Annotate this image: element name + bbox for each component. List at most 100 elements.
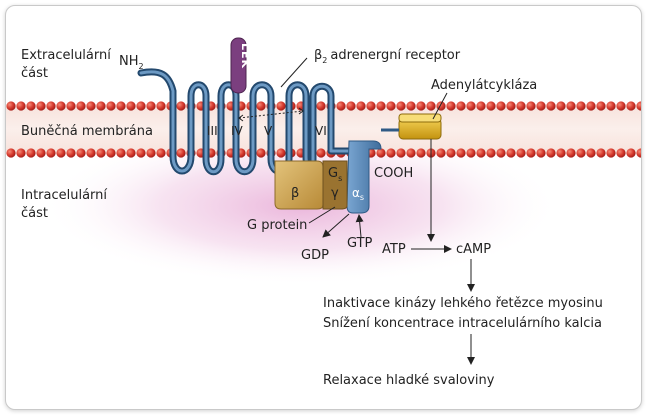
membrane-bead (526, 148, 536, 158)
membrane-bead (516, 148, 526, 158)
membrane-band (6, 104, 641, 154)
membrane-bead (366, 101, 376, 111)
membrane-inner-beads (6, 148, 641, 158)
atp-label: ATP (382, 242, 406, 257)
membrane-bead (386, 148, 396, 158)
membrane-bead (146, 101, 156, 111)
membrane-bead (456, 148, 466, 158)
membrane-bead (596, 148, 606, 158)
membrane-bead (476, 148, 486, 158)
membrane-bead (606, 101, 616, 111)
membrane-bead (36, 101, 46, 111)
membrane-bead (66, 148, 76, 158)
membrane-bead (46, 148, 56, 158)
membrane-bead (466, 101, 476, 111)
membrane-bead (96, 148, 106, 158)
drug-binding-link (238, 110, 304, 119)
membrane-bead (426, 101, 436, 111)
extracellular-label-line1: Extracelulární (21, 48, 111, 63)
membrane-bead (86, 148, 96, 158)
membrane-bead (616, 101, 626, 111)
intracellular-label-line2: část (21, 206, 48, 221)
membrane-bead (536, 101, 546, 111)
membrane-bead (26, 101, 36, 111)
drug-molecule (230, 37, 247, 94)
membrane-bead (616, 148, 626, 158)
membrane-bead (396, 101, 406, 111)
membrane-bead (86, 101, 96, 111)
g-protein-pointer (308, 206, 336, 224)
membrane-bead (556, 148, 566, 158)
membrane-bead (406, 101, 416, 111)
membrane-bead (136, 148, 146, 158)
membrane-bead (256, 148, 266, 158)
membrane-bead (356, 101, 366, 111)
adenylate-cyclase-label: Adenylátcykláza (431, 78, 537, 93)
membrane-bead (486, 101, 496, 111)
membrane-bead (586, 148, 596, 158)
gtp-binding-arrow (355, 214, 364, 238)
membrane-bead (486, 148, 496, 158)
membrane-bead (26, 148, 36, 158)
membrane-bead (526, 101, 536, 111)
membrane-bead (566, 148, 576, 158)
membrane-bead (76, 101, 86, 111)
membrane-bead (156, 148, 166, 158)
membrane-bead (176, 148, 186, 158)
g-beta-subunit (274, 160, 324, 210)
membrane-bead (636, 101, 641, 111)
membrane-bead (316, 101, 326, 111)
cooh-label: COOH (374, 166, 413, 181)
adenylate-cyclase-top (398, 113, 442, 123)
membrane-bead (176, 101, 186, 111)
membrane-bead (636, 148, 641, 158)
membrane-bead (16, 101, 26, 111)
camp-label: cAMP (456, 242, 491, 257)
membrane-bead (536, 148, 546, 158)
g-beta-label: β (291, 186, 299, 201)
helix-v-label: V (264, 124, 273, 138)
membrane-bead (626, 101, 636, 111)
membrane-bead (76, 148, 86, 158)
intracellular-label-line1: Intracelulární (21, 188, 107, 203)
membrane-bead (336, 101, 346, 111)
membrane-bead (576, 148, 586, 158)
membrane-bead (436, 148, 446, 158)
effect-myosin-kinase: Inaktivace kinázy lehkého řetězce myosin… (323, 296, 603, 311)
membrane-bead (276, 148, 286, 158)
membrane-bead (56, 148, 66, 158)
cell-membrane-label: Buněčná membrána (21, 124, 153, 139)
drug-label: LÉK (239, 43, 252, 69)
membrane-bead (606, 148, 616, 158)
membrane-bead (456, 101, 466, 111)
membrane-bead (46, 101, 56, 111)
helix-iii-label: III (207, 124, 218, 138)
membrane-bead (416, 101, 426, 111)
extracellular-label-line2: část (21, 66, 48, 81)
membrane-bead (346, 101, 356, 111)
membrane-bead (476, 101, 486, 111)
membrane-bead (406, 148, 416, 158)
effect-calcium: Snížení koncentrace intracelulárního kal… (323, 316, 602, 331)
g-s-label: Gs (328, 166, 342, 183)
membrane-bead (446, 148, 456, 158)
membrane-bead (506, 101, 516, 111)
result-smooth-muscle-relaxation: Relaxace hladké svaloviny (323, 373, 495, 388)
membrane-bead (546, 101, 556, 111)
membrane-bead (556, 101, 566, 111)
beta2-label-pointer (280, 57, 308, 88)
membrane-bead (126, 101, 136, 111)
nh2-label: NH2 (119, 54, 144, 71)
membrane-bead (466, 148, 476, 158)
membrane-bead (506, 148, 516, 158)
membrane-bead (546, 148, 556, 158)
membrane-bead (396, 148, 406, 158)
membrane-bead (496, 148, 506, 158)
membrane-bead (106, 148, 116, 158)
membrane-bead (316, 148, 326, 158)
membrane-bead (36, 148, 46, 158)
membrane-bead (376, 148, 386, 158)
